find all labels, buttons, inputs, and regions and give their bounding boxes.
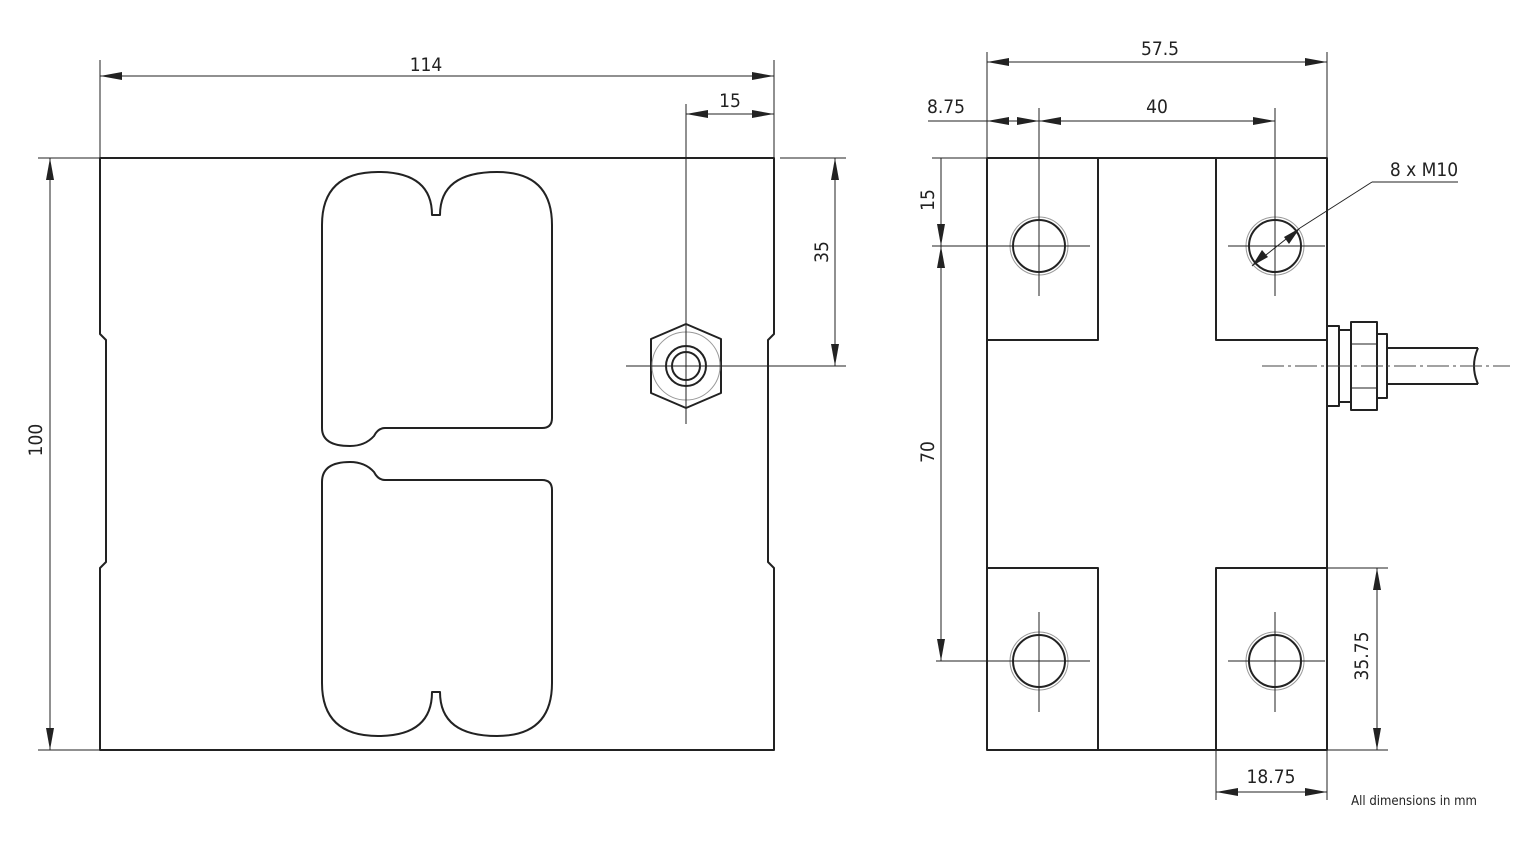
arrow-15-side-top [937, 224, 945, 246]
pad-top-left [987, 158, 1099, 341]
side-body-outline [986, 157, 1328, 751]
pad-bottom-left [987, 567, 1099, 750]
arrow-100-top [46, 158, 54, 180]
pad-bottom-right [1215, 567, 1327, 750]
arrow-70-bottom [937, 639, 945, 661]
dim-label-57: 57.5 [1141, 38, 1179, 60]
arrow-18-75-right [1305, 788, 1327, 796]
arrow-callout-lower [1252, 250, 1268, 266]
units-note: All dimensions in mm [1351, 794, 1477, 809]
arrow-18-75-left [1216, 788, 1238, 796]
pad-top-right [1215, 158, 1327, 341]
dim-label-114: 114 [410, 54, 443, 76]
upper-slot-cavity [321, 171, 553, 447]
dim-label-8-75: 8.75 [927, 96, 965, 118]
arrow-8-75-left [987, 117, 1009, 125]
dim-label-40: 40 [1146, 96, 1168, 118]
arrow-57-left [987, 58, 1009, 66]
arrow-35-bottom [831, 344, 839, 366]
dim-label-100: 100 [25, 424, 47, 457]
hole-top-left [1000, 108, 1090, 296]
arrow-15-left [686, 110, 708, 118]
hole-bottom-left [936, 612, 1090, 712]
dim-label-35-75: 35.75 [1351, 632, 1373, 681]
front-body-outline [99, 157, 775, 751]
dim-label-35: 35 [811, 241, 833, 263]
arrow-114-left [100, 72, 122, 80]
arrow-100-bottom [46, 728, 54, 750]
hole-callout-label: 8 x M10 [1390, 159, 1458, 181]
arrow-35-75-top [1373, 568, 1381, 590]
lower-slot-cavity [321, 461, 553, 737]
arrow-15-right [752, 110, 774, 118]
arrow-callout-upper [1284, 228, 1300, 244]
dim-label-70: 70 [917, 441, 939, 463]
arrow-40-right [1253, 117, 1275, 125]
hole-bottom-right [1228, 612, 1325, 712]
hole-top-right [1228, 108, 1325, 296]
front-view: 114 15 100 35 [25, 54, 846, 751]
arrow-114-right [752, 72, 774, 80]
arrow-8-75-right [1017, 117, 1039, 125]
callout-leader [1299, 181, 1373, 229]
dim-label-15-front: 15 [719, 90, 741, 112]
arrow-35-75-bottom [1373, 728, 1381, 750]
dim-label-15-side: 15 [917, 189, 939, 211]
arrow-57-right [1305, 58, 1327, 66]
dim-label-18-75: 18.75 [1247, 766, 1296, 788]
arrow-40-left [1039, 117, 1061, 125]
side-view: 57.5 8.75 40 15 70 35.75 [917, 38, 1510, 800]
arrow-35-top [831, 158, 839, 180]
